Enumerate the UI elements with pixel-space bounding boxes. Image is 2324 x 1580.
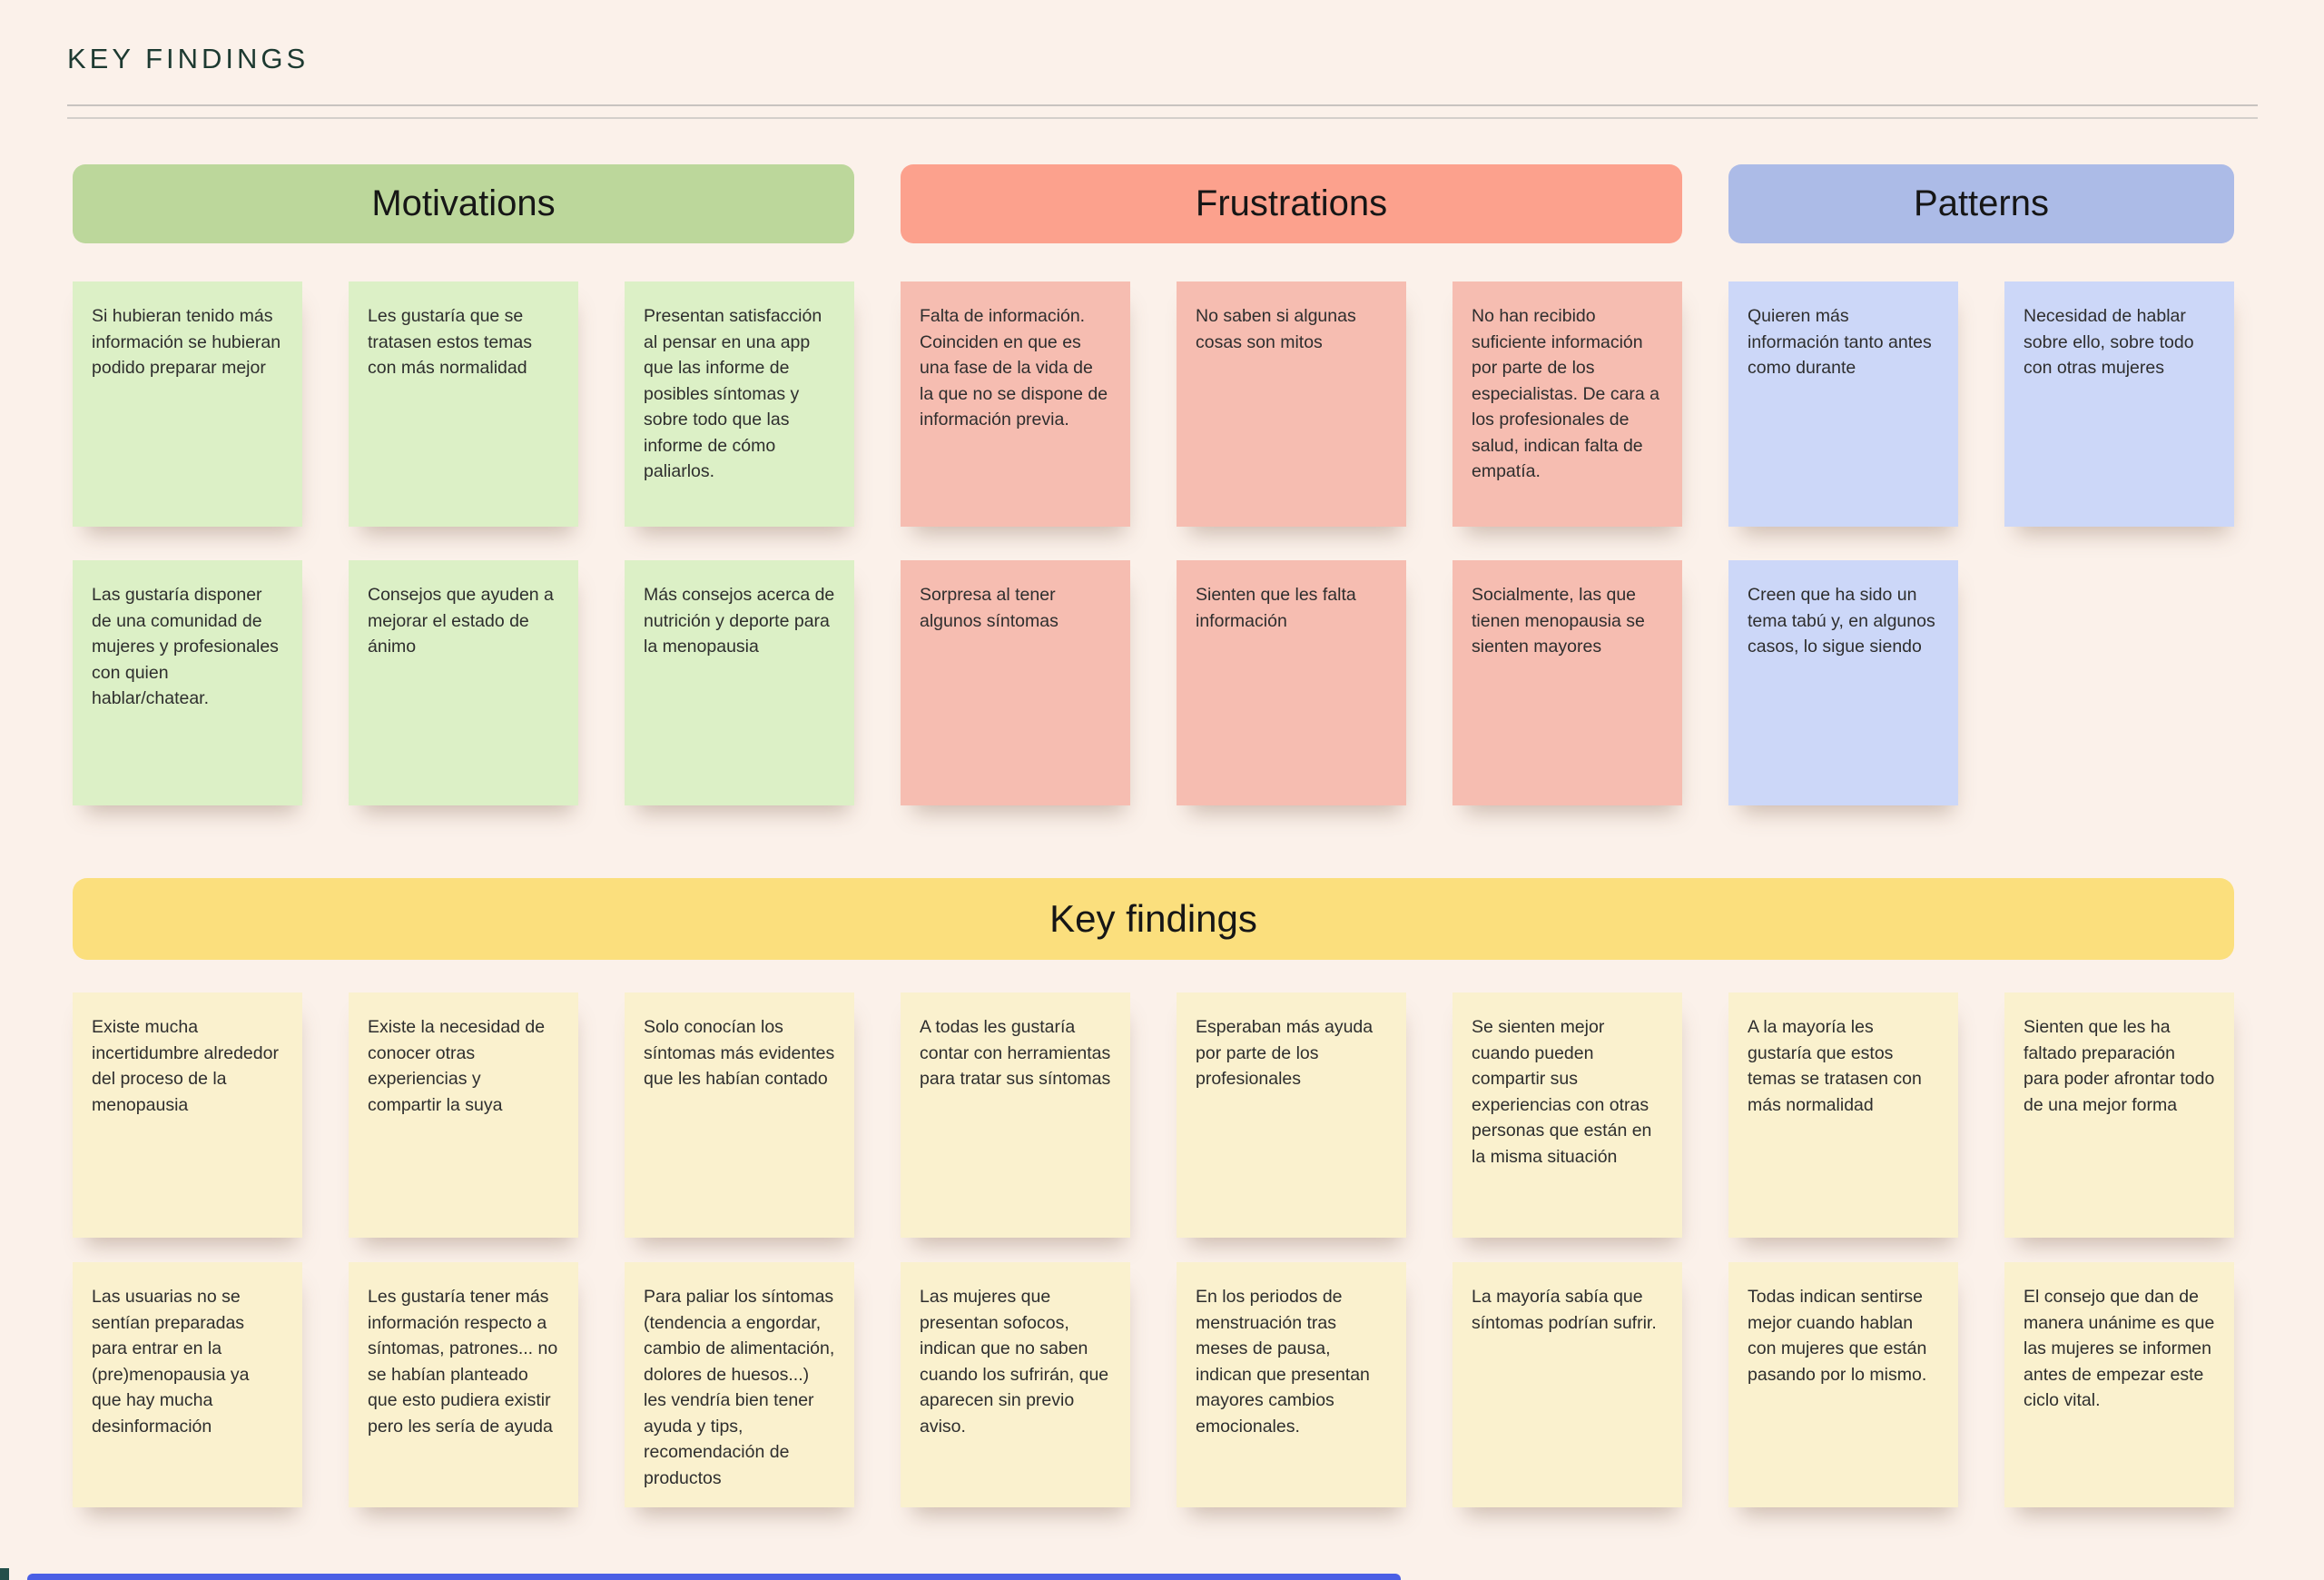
sticky-note-text: Más consejos acerca de nutrición y depor… <box>644 585 835 657</box>
canvas-object-fragment <box>0 1568 9 1580</box>
sticky-note-text: Se sienten mejor cuando pueden compartir… <box>1472 1017 1652 1167</box>
sticky-note-text: En los periodos de menstruación tras mes… <box>1196 1287 1370 1437</box>
section-header-key-findings[interactable]: Key findings <box>73 878 2234 960</box>
sticky-note[interactable]: Más consejos acerca de nutrición y depor… <box>625 560 854 805</box>
section-header-motivations[interactable]: Motivations <box>73 164 854 243</box>
divider-line-bottom <box>67 117 2258 119</box>
sticky-note-text: No han recibido suficiente información p… <box>1472 306 1660 481</box>
section-motivations: Motivations Si hubieran tenido más infor… <box>73 164 854 805</box>
sticky-note[interactable]: Sorpresa al tener algunos síntomas <box>901 560 1130 805</box>
sticky-note-text: Para paliar los síntomas (tendencia a en… <box>644 1287 835 1488</box>
sticky-note-text: Falta de información. Coinciden en que e… <box>920 306 1108 430</box>
frustrations-notes-grid: Falta de información. Coinciden en que e… <box>901 281 1682 805</box>
sticky-note-text: Existe mucha incertidumbre alrededor del… <box>92 1017 279 1115</box>
sticky-note[interactable]: El consejo que dan de manera unánime es … <box>2004 1262 2234 1507</box>
sticky-note[interactable]: Sienten que les falta información <box>1177 560 1406 805</box>
sticky-note[interactable]: Esperaban más ayuda por parte de los pro… <box>1177 992 1406 1238</box>
sticky-note[interactable]: Las usuarias no se sentían preparadas pa… <box>73 1262 302 1507</box>
section-header-frustrations[interactable]: Frustrations <box>901 164 1682 243</box>
sticky-note-text: A la mayoría les gustaría que estos tema… <box>1748 1017 1922 1115</box>
sticky-note-text: A todas les gustaría contar con herramie… <box>920 1017 1111 1089</box>
sticky-note-text: Esperaban más ayuda por parte de los pro… <box>1196 1017 1374 1089</box>
sticky-note-text: Quieren más información tanto antes como… <box>1748 306 1932 378</box>
sticky-note-text: Sorpresa al tener algunos síntomas <box>920 585 1059 631</box>
sticky-note[interactable]: A la mayoría les gustaría que estos tema… <box>1728 992 1958 1238</box>
sticky-note[interactable]: Sienten que les ha faltado preparación p… <box>2004 992 2234 1238</box>
sticky-note[interactable]: Se sienten mejor cuando pueden compartir… <box>1452 992 1682 1238</box>
sticky-note[interactable]: Existe mucha incertidumbre alrededor del… <box>73 992 302 1238</box>
sticky-note-text: No saben si algunas cosas son mitos <box>1196 306 1356 352</box>
sticky-note-text: Sienten que les falta información <box>1196 585 1356 631</box>
section-key-findings: Key findings Existe mucha incertidumbre … <box>73 878 2234 1507</box>
sticky-note-text: Necesidad de hablar sobre ello, sobre to… <box>2024 306 2194 378</box>
sticky-note[interactable]: Falta de información. Coinciden en que e… <box>901 281 1130 527</box>
sticky-note-text: Todas indican sentirse mejor cuando habl… <box>1748 1287 1927 1385</box>
sticky-note-text: Solo conocían los síntomas más evidentes… <box>644 1017 835 1089</box>
sticky-note[interactable]: Consejos que ayuden a mejorar el estado … <box>349 560 578 805</box>
key-findings-notes-grid: Existe mucha incertidumbre alrededor del… <box>73 992 2234 1507</box>
sticky-note-text: Les gustaría tener más información respe… <box>368 1287 558 1437</box>
sticky-note[interactable]: La mayoría sabía que síntomas podrían su… <box>1452 1262 1682 1507</box>
sticky-note[interactable]: Solo conocían los síntomas más evidentes… <box>625 992 854 1238</box>
sticky-note[interactable]: Presentan satisfacción al pensar en una … <box>625 281 854 527</box>
sticky-note-text: Sienten que les ha faltado preparación p… <box>2024 1017 2215 1115</box>
sticky-note-text: Existe la necesidad de conocer otras exp… <box>368 1017 546 1115</box>
sticky-note-text: Las mujeres que presentan sofocos, indic… <box>920 1287 1109 1437</box>
sticky-note[interactable]: Quieren más información tanto antes como… <box>1728 281 1958 527</box>
sticky-note[interactable]: Todas indican sentirse mejor cuando habl… <box>1728 1262 1958 1507</box>
sticky-note-text: Consejos que ayuden a mejorar el estado … <box>368 585 554 657</box>
page-title: KEY FINDINGS <box>67 43 310 74</box>
section-patterns: Patterns Quieren más información tanto a… <box>1728 164 2234 805</box>
sticky-note-text: El consejo que dan de manera unánime es … <box>2024 1287 2215 1410</box>
sticky-note[interactable]: Socialmente, las que tienen menopausia s… <box>1452 560 1682 805</box>
sticky-note[interactable]: Para paliar los síntomas (tendencia a en… <box>625 1262 854 1507</box>
motivations-notes-grid: Si hubieran tenido más información se hu… <box>73 281 854 805</box>
sticky-note-text: Las usuarias no se sentían preparadas pa… <box>92 1287 250 1437</box>
offscreen-object-top-edge[interactable] <box>27 1574 1401 1580</box>
sticky-note[interactable]: Las gustaría disponer de una comunidad d… <box>73 560 302 805</box>
sticky-note[interactable]: Las mujeres que presentan sofocos, indic… <box>901 1262 1130 1507</box>
sticky-note-text: Socialmente, las que tienen menopausia s… <box>1472 585 1645 657</box>
sticky-note[interactable]: Creen que ha sido un tema tabú y, en alg… <box>1728 560 1958 805</box>
sticky-note[interactable]: Les gustaría que se tratasen estos temas… <box>349 281 578 527</box>
sticky-note-text: Creen que ha sido un tema tabú y, en alg… <box>1748 585 1935 657</box>
section-header-patterns[interactable]: Patterns <box>1728 164 2234 243</box>
section-frustrations: Frustrations Falta de información. Coinc… <box>901 164 1682 805</box>
sticky-note[interactable]: Les gustaría tener más información respe… <box>349 1262 578 1507</box>
sticky-note[interactable]: Existe la necesidad de conocer otras exp… <box>349 992 578 1238</box>
sticky-note[interactable]: Necesidad de hablar sobre ello, sobre to… <box>2004 281 2234 527</box>
sticky-note[interactable]: En los periodos de menstruación tras mes… <box>1177 1262 1406 1507</box>
sticky-note-text: Las gustaría disponer de una comunidad d… <box>92 585 279 708</box>
divider-line-top <box>67 104 2258 106</box>
sticky-note-text: Les gustaría que se tratasen estos temas… <box>368 306 533 378</box>
patterns-notes-grid: Quieren más información tanto antes como… <box>1728 281 2234 805</box>
sticky-note-text: Presentan satisfacción al pensar en una … <box>644 306 822 481</box>
sticky-note[interactable]: A todas les gustaría contar con herramie… <box>901 992 1130 1238</box>
sticky-note-text: Si hubieran tenido más información se hu… <box>92 306 281 378</box>
sticky-note[interactable]: No saben si algunas cosas son mitos <box>1177 281 1406 527</box>
sticky-note[interactable]: No han recibido suficiente información p… <box>1452 281 1682 527</box>
sticky-note-text: La mayoría sabía que síntomas podrían su… <box>1472 1287 1657 1333</box>
sticky-note[interactable]: Si hubieran tenido más información se hu… <box>73 281 302 527</box>
